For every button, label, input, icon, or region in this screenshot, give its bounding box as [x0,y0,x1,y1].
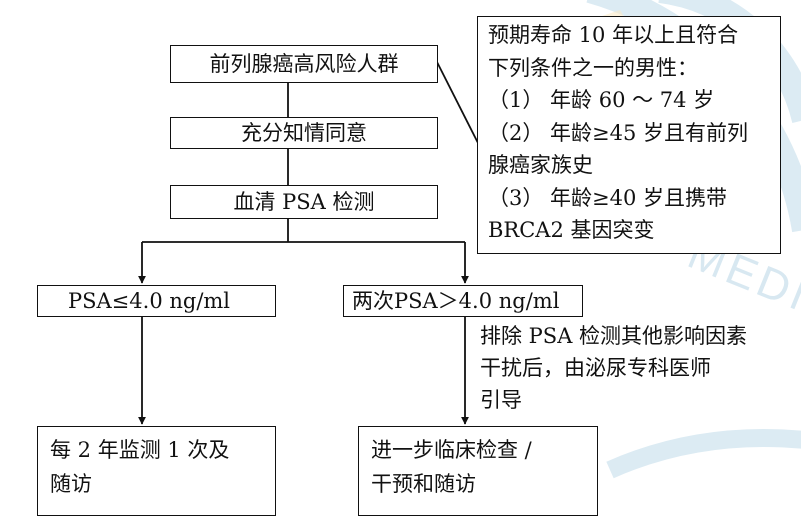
criteria-line-7: BRCA2 基因突变 [488,218,655,242]
consent-label: 充分知情同意 [241,121,367,145]
criteria-line-5: 腺癌家族史 [488,153,593,177]
criteria-pointer [436,61,480,146]
exclusion-note: 排除 PSA 检测其他影响因素 干扰后，由泌尿专科医师 引导 [480,320,747,416]
criteria-box: 预期寿命 10 年以上且符合 下列条件之一的男性： （1） 年龄 60 ～ 74… [477,16,781,254]
monitor-box: 每 2 年监测 1 次及 随访 [37,426,276,516]
high-psa-box: 两次PSA＞4.0 ng/ml [343,285,583,317]
further-line-2: 干预和随访 [371,472,476,496]
high-risk-box: 前列腺癌高风险人群 [170,45,438,83]
criteria-line-4: （2） 年龄≥45 岁且有前列 [488,120,749,145]
exclusion-line-1: 排除 PSA 检测其他影响因素 [480,324,748,348]
exclusion-line-2: 干扰后，由泌尿专科医师 [480,356,711,380]
high-risk-label: 前列腺癌高风险人群 [209,52,399,76]
monitor-line-2: 随访 [50,472,92,496]
further-line-1: 进一步临床检查 / [371,438,532,462]
low-psa-box: PSA≤4.0 ng/ml [37,285,276,317]
criteria-line-1: 预期寿命 10 年以上且符合 [488,23,739,47]
high-psa-label: 两次PSA＞4.0 ng/ml [352,289,560,313]
further-box: 进一步临床检查 / 干预和随访 [358,426,598,516]
exclusion-line-3: 引导 [480,388,522,412]
psa-test-box: 血清 PSA 检测 [170,185,438,219]
psa-test-label: 血清 PSA 检测 [233,190,375,214]
low-psa-label: PSA≤4.0 ng/ml [68,289,231,313]
consent-box: 充分知情同意 [170,117,438,149]
monitor-line-1: 每 2 年监测 1 次及 [50,438,230,462]
criteria-line-3: （1） 年龄 60 ～ 74 岁 [488,88,715,112]
criteria-line-2: 下列条件之一的男性： [488,55,698,80]
criteria-line-6: （3） 年龄≥40 岁且携带 [488,185,728,210]
